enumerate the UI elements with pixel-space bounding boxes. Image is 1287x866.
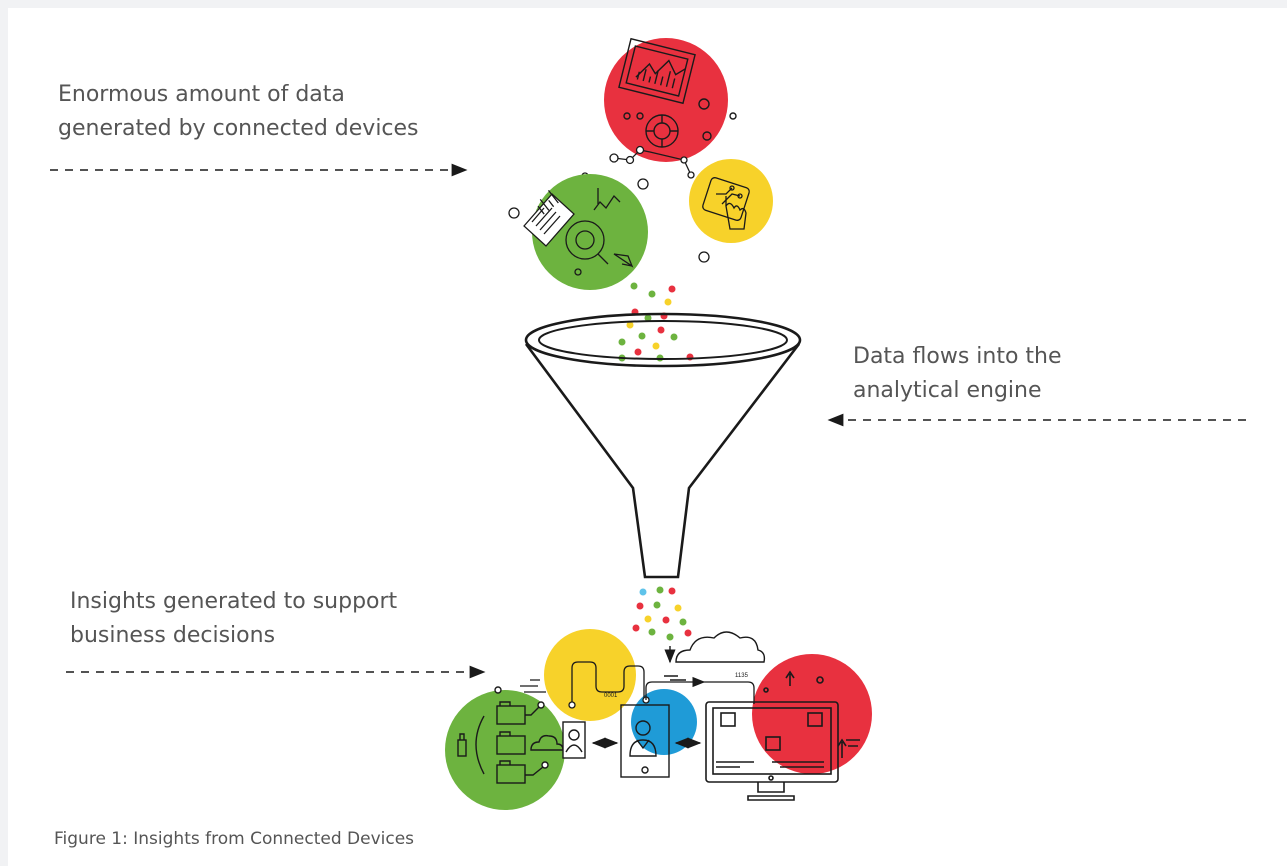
annotation-top-line-2: generated by connected devices [58,116,419,141]
funnel-icon [524,312,802,579]
data-link-icon: 1135 [645,673,755,704]
annotation-middle-line-1: Data flows into the [853,344,1062,369]
figure-caption: Figure 1: Insights from Connected Device… [54,829,415,849]
touch-tablet-icon [689,159,773,243]
micro-label-count: 1135 [735,673,749,679]
annotation-middle: Data flows into the analytical engine [853,340,1062,408]
dashboard-icon [604,37,737,162]
annotation-top: Enormous amount of data generated by con… [58,78,419,146]
cloud-icon [664,631,766,681]
monitor-icon [705,670,860,801]
annotation-top-line-1: Enormous amount of data [58,82,345,107]
user-profile-icon [620,704,702,778]
annotation-bottom-line-2: business decisions [70,623,276,648]
folder-tree-icon [457,686,564,784]
red-circle [752,654,872,774]
green-circle [445,690,565,810]
insight-particles-icon [632,586,692,641]
yellow-circle [544,629,636,721]
document-chart-icon [523,174,648,290]
contact-card-icon [562,721,619,759]
annotation-bottom-line-1: Insights generated to support [70,589,398,614]
annotation-bottom: Insights generated to support business d… [70,585,397,653]
micro-label-bits: 0001 [604,693,618,699]
network-nodes-icon [508,145,710,263]
flow-connector-icon: 0001 [520,661,650,709]
annotation-middle-line-2: analytical engine [853,378,1042,403]
